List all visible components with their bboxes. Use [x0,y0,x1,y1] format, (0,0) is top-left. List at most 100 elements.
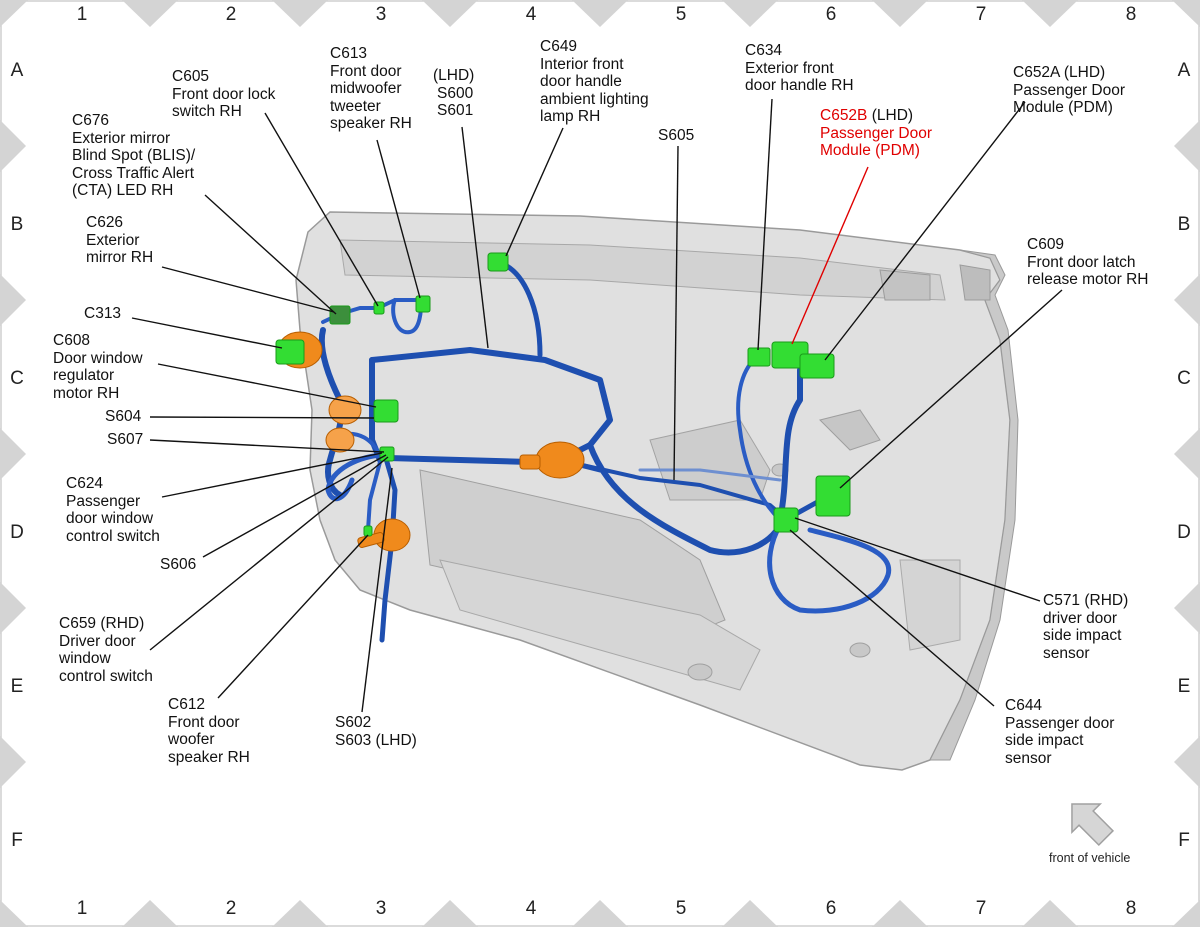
frame-triangle-bottom [422,900,478,927]
door-panel [295,211,1019,771]
grid-col-6: 6 [825,4,837,25]
connector-c609 [815,475,851,517]
wire-harness [318,259,892,643]
label-s606: S606 [160,556,197,573]
grid-col-3: 3 [375,4,387,25]
frame-triangle-bottom [872,900,928,927]
grid-col-7: 7 [975,4,987,25]
frame-triangle-right [1174,736,1200,788]
frame-triangle-bottom [272,900,328,927]
frame-triangle-left [0,274,26,326]
frame-triangle-top [872,0,928,27]
grid-row-e: E [1177,676,1191,697]
grid-col-2: 2 [225,4,237,25]
connector-c659 [363,525,373,537]
grid-row-a: A [1177,60,1191,81]
frame-triangle-left [0,582,26,634]
grommet-s605-tab [519,454,541,470]
frame-triangle-top [122,0,178,27]
connector-c613 [415,295,431,313]
label-s605: S605 [658,127,695,144]
frame-triangle-bottom [572,900,628,927]
frame-triangle-top [722,0,778,27]
grommet-s605 [535,441,585,479]
frame-triangle-left [0,428,26,480]
frame-triangle-right [1174,120,1200,172]
frame-triangle-left [0,901,26,927]
grid-row-c: C [10,368,24,389]
arrow-up-left-icon [1071,803,1115,847]
frame-triangle-right [1174,0,1200,26]
grid-col-2: 2 [225,898,237,919]
label-c652b: C652B (LHD) Passenger Door Module (PDM) [820,107,933,159]
grid-row-a: A [10,60,24,81]
grid-col-5: 5 [675,4,687,25]
grid-col-7: 7 [975,898,987,919]
connector-c634 [747,347,771,367]
grid-row-d: D [10,522,24,543]
grid-col-5: 5 [675,898,687,919]
frame-triangle-top [1022,0,1078,27]
grid-col-4: 4 [525,898,537,919]
grid-col-6: 6 [825,898,837,919]
frame-triangle-right [1174,901,1200,927]
grid-row-c: C [1177,368,1191,389]
frame-triangle-right [1174,582,1200,634]
frame-triangle-right [1174,428,1200,480]
connector-c605 [373,301,385,315]
frame-triangle-left [0,0,26,26]
front-of-vehicle-label: front of vehicle [1049,851,1131,865]
frame-triangle-bottom [122,900,178,927]
connector-c644 [773,507,799,533]
frame-triangle-left [0,736,26,788]
label-s607: S607 [107,431,144,448]
grid-row-b: B [1177,214,1191,235]
grommet-s607 [325,427,355,453]
connector-c649 [487,252,509,272]
grid-col-8: 8 [1125,898,1137,919]
grid-col-3: 3 [375,898,387,919]
grid-row-f: F [11,830,23,851]
grid-col-1: 1 [76,898,88,919]
connector-c652a [799,353,835,379]
frame-triangle-bottom [722,900,778,927]
leader-lines [131,98,1063,713]
label-s604: S604 [105,408,142,425]
grid-row-f: F [1178,830,1190,851]
grid-row-e: E [10,676,24,697]
frame-triangle-left [0,120,26,172]
grid-row-b: B [10,214,24,235]
frame-triangle-bottom [1022,900,1078,927]
connector-c313 [275,339,305,365]
frame-triangle-top [272,0,328,27]
grid-col-8: 8 [1125,4,1137,25]
connector-c626 [329,305,351,325]
frame-triangle-right [1174,274,1200,326]
connector-c624 [373,399,399,423]
grid-col-1: 1 [76,4,88,25]
frame-triangle-top [422,0,478,27]
grid-row-d: D [1177,522,1191,543]
connector-s607 [379,446,395,462]
label-c313: C313 [84,305,122,322]
frame-triangle-top [572,0,628,27]
